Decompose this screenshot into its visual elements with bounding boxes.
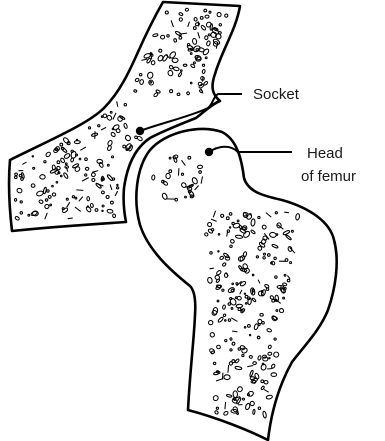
head-of-femur-marker-dot: [205, 148, 213, 156]
bone-texture-speck: [267, 369, 273, 370]
bone-texture-speck: [210, 268, 214, 269]
socket-marker-dot: [136, 127, 144, 135]
bone-texture-speck: [225, 402, 226, 409]
bone-texture-speck: [228, 365, 229, 373]
socket-label: Socket: [253, 86, 300, 103]
bone-texture-speck: [68, 218, 73, 219]
bone-texture-speck: [76, 190, 83, 191]
head-of-femur-label-line2: of femur: [301, 168, 356, 185]
bone-texture-speck: [284, 212, 289, 213]
head-of-femur-label-line1: Head: [307, 145, 343, 162]
bone-texture-speck: [202, 77, 203, 82]
